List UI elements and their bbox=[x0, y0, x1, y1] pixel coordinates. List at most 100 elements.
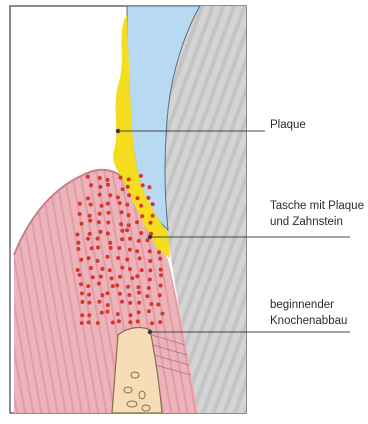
inflammation-dot bbox=[148, 249, 152, 253]
inflammation-dot bbox=[147, 286, 151, 290]
inflammation-dot bbox=[159, 268, 163, 272]
inflammation-dot bbox=[140, 268, 144, 272]
inflammation-dot bbox=[76, 233, 80, 237]
inflammation-dot bbox=[87, 256, 91, 260]
inflammation-dot bbox=[88, 219, 92, 223]
inflammation-dot bbox=[120, 237, 124, 241]
inflammation-dot bbox=[96, 246, 100, 250]
inflammation-dot bbox=[139, 231, 143, 235]
inflammation-dot bbox=[135, 274, 139, 278]
inflammation-dot bbox=[157, 250, 161, 254]
inflammation-dot bbox=[148, 268, 152, 272]
inflammation-dot bbox=[161, 312, 165, 316]
inflammation-dot bbox=[121, 187, 125, 191]
inflammation-dot bbox=[136, 320, 140, 324]
inflammation-dot bbox=[91, 275, 95, 279]
inflammation-dot bbox=[79, 282, 83, 286]
inflammation-dot bbox=[96, 321, 100, 325]
inflammation-dot bbox=[106, 183, 110, 187]
inflammation-dot bbox=[116, 312, 120, 316]
inflammation-dot bbox=[78, 212, 82, 216]
inflammation-dot bbox=[117, 319, 121, 323]
inflammation-dot bbox=[127, 293, 131, 297]
inflammation-dot bbox=[80, 313, 84, 317]
inflammation-dot bbox=[89, 266, 93, 270]
inflammation-dot bbox=[100, 204, 104, 208]
inflammation-dot bbox=[137, 301, 141, 305]
inflammation-dot bbox=[158, 293, 162, 297]
inflammation-dot bbox=[118, 201, 122, 205]
inflammation-dot bbox=[137, 310, 141, 314]
inflammation-dot bbox=[96, 237, 100, 241]
inflammation-dot bbox=[129, 313, 133, 317]
inflammation-dot bbox=[80, 291, 84, 295]
inflammation-dot bbox=[149, 302, 153, 306]
inflammation-dot bbox=[106, 303, 110, 307]
inflammation-dot bbox=[137, 239, 141, 243]
label-plaque: Plaque bbox=[270, 117, 306, 133]
inflammation-dot bbox=[119, 176, 123, 180]
inflammation-dot bbox=[126, 185, 130, 189]
inflammation-dot bbox=[138, 256, 142, 260]
inflammation-dot bbox=[80, 321, 84, 325]
inflammation-dot bbox=[145, 294, 149, 298]
inflammation-dot bbox=[87, 293, 91, 297]
inflammation-dot bbox=[116, 195, 120, 199]
inflammation-dot bbox=[128, 301, 132, 305]
inflammation-dot bbox=[106, 291, 110, 295]
inflammation-dot bbox=[86, 196, 90, 200]
inflammation-dot bbox=[111, 321, 115, 325]
inflammation-dot bbox=[115, 283, 119, 287]
inflammation-dot bbox=[158, 257, 162, 261]
inflammation-dot bbox=[127, 223, 131, 227]
label-bone-line2: Knochenabbau bbox=[270, 313, 347, 329]
inflammation-dot bbox=[87, 313, 91, 317]
inflammation-dot bbox=[127, 177, 131, 181]
inflammation-dot bbox=[156, 303, 160, 307]
inflammation-dot bbox=[137, 291, 141, 295]
leader-bone-dot bbox=[148, 330, 152, 334]
inflammation-dot bbox=[108, 193, 112, 197]
inflammation-dot bbox=[120, 266, 124, 270]
inflammation-dot bbox=[107, 211, 111, 215]
inflammation-dot bbox=[97, 282, 101, 286]
inflammation-dot bbox=[118, 275, 122, 279]
inflammation-dot bbox=[148, 185, 152, 189]
inflammation-dot bbox=[76, 241, 80, 245]
inflammation-dot bbox=[78, 273, 82, 277]
inflammation-dot bbox=[106, 202, 110, 206]
inflammation-dot bbox=[150, 321, 154, 325]
inflammation-dot bbox=[127, 213, 131, 217]
inflammation-dot bbox=[136, 196, 140, 200]
inflammation-dot bbox=[120, 210, 124, 214]
inflammation-dot bbox=[98, 212, 102, 216]
inflammation-dot bbox=[159, 284, 163, 288]
inflammation-dot bbox=[130, 276, 134, 280]
inflammation-dot bbox=[78, 202, 82, 206]
inflammation-dot bbox=[99, 275, 103, 279]
inflammation-dot bbox=[89, 203, 93, 207]
inflammation-dot bbox=[139, 174, 143, 178]
inflammation-dot bbox=[128, 248, 132, 252]
inflammation-dot bbox=[136, 285, 140, 289]
inflammation-dot bbox=[147, 309, 151, 313]
inflammation-dot bbox=[100, 311, 104, 315]
inflammation-dot bbox=[125, 258, 129, 262]
inflammation-dot bbox=[86, 284, 90, 288]
inflammation-dot bbox=[86, 175, 90, 179]
inflammation-dot bbox=[125, 228, 129, 232]
inflammation-dot bbox=[88, 232, 92, 236]
inflammation-dot bbox=[140, 214, 144, 218]
inflammation-dot bbox=[135, 249, 139, 253]
inflammation-dot bbox=[151, 214, 155, 218]
inflammation-dot bbox=[126, 285, 130, 289]
inflammation-dot bbox=[141, 183, 145, 187]
inflammation-dot bbox=[97, 300, 101, 304]
leader-pocket-dot bbox=[148, 235, 152, 239]
inflammation-dot bbox=[149, 221, 153, 225]
inflammation-dot bbox=[96, 259, 100, 263]
label-pocket-line2: und Zahnstein bbox=[270, 214, 343, 230]
inflammation-dot bbox=[98, 176, 102, 180]
inflammation-dot bbox=[106, 310, 110, 314]
inflammation-dot bbox=[100, 293, 104, 297]
